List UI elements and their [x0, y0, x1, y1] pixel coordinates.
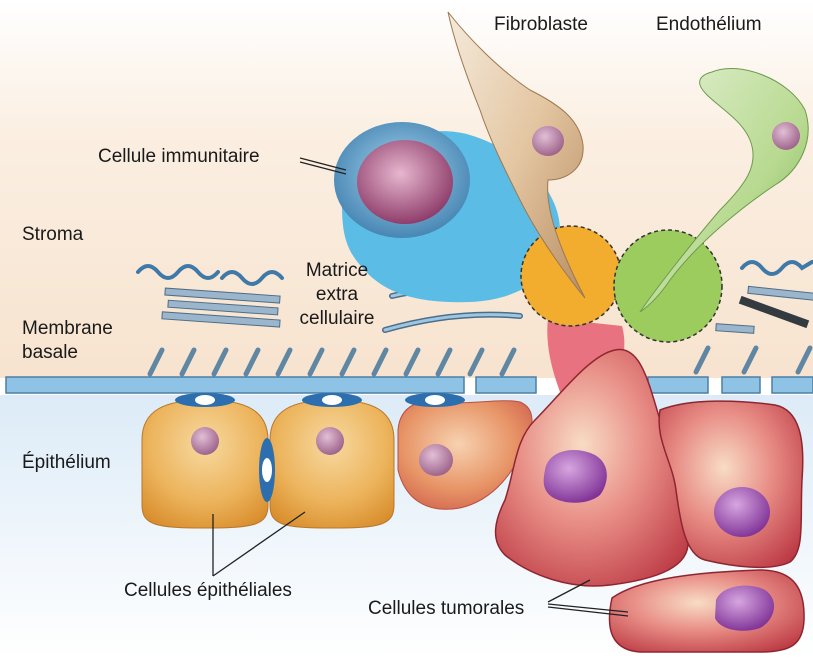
- matrix-label-line1: Matrice: [292, 260, 382, 282]
- matrix-label-line3: cellulaire: [292, 308, 382, 330]
- epithelium-label: Épithélium: [22, 452, 111, 474]
- immune-cell-label: Cellule immunitaire: [98, 146, 260, 168]
- tumor-cells-label: Cellules tumorales: [368, 598, 524, 620]
- membrane-label-line1: Membrane: [22, 318, 113, 340]
- stroma-label: Stroma: [22, 224, 83, 246]
- endothelium-label: Endothélium: [656, 14, 762, 36]
- membrane-label-line2: basale: [22, 342, 78, 364]
- epithelial-cells-label: Cellules épithéliales: [124, 580, 292, 602]
- fibroblast-label: Fibroblaste: [494, 14, 588, 36]
- matrix-label-line2: extra: [292, 284, 382, 306]
- basement-membrane: [6, 377, 813, 393]
- green-cell: [614, 230, 722, 342]
